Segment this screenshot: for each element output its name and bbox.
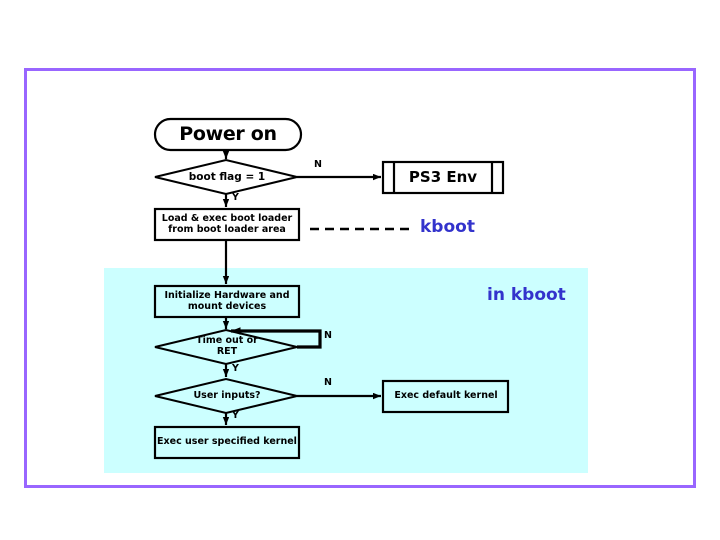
node-user-inputs-label: User inputs?	[193, 389, 261, 401]
node-time-out-label: Time out or RET	[196, 335, 258, 357]
annotation-kboot-label: kboot	[420, 217, 475, 237]
annotation-in-kboot-label: in kboot	[487, 285, 566, 305]
node-power-on-label: Power on	[179, 122, 277, 145]
node-load-exec-shape	[153, 207, 301, 242]
node-exec-default-shape	[381, 379, 510, 414]
node-power-on-shape	[153, 117, 303, 152]
edge-label-user-inputs-yes: Y	[232, 410, 239, 421]
edge-label-time-out-no: N	[324, 330, 332, 341]
node-ps3-env-label: PS3 Env	[408, 168, 478, 187]
node-ps3-env-shape	[381, 160, 505, 195]
edge-label-user-inputs-no: N	[324, 377, 332, 388]
edge-time-out-no-loopback	[231, 327, 322, 349]
node-exec-user-label: Exec user specified kernel	[157, 435, 297, 447]
node-exec-user-shape	[153, 425, 301, 460]
node-load-exec-label: Load & exec boot loader from boot loader…	[161, 213, 293, 235]
edge-label-time-out-yes: Y	[232, 363, 239, 374]
node-boot-flag-label: boot flag = 1	[188, 170, 266, 183]
edge-label-boot-flag-no: N	[314, 159, 322, 170]
outer-frame-border	[24, 68, 696, 488]
node-exec-default-label: Exec default kernel	[394, 389, 498, 401]
edge-label-boot-flag-yes: Y	[232, 192, 239, 203]
node-init-hw-label: Initialize Hardware and mount devices	[164, 290, 290, 312]
